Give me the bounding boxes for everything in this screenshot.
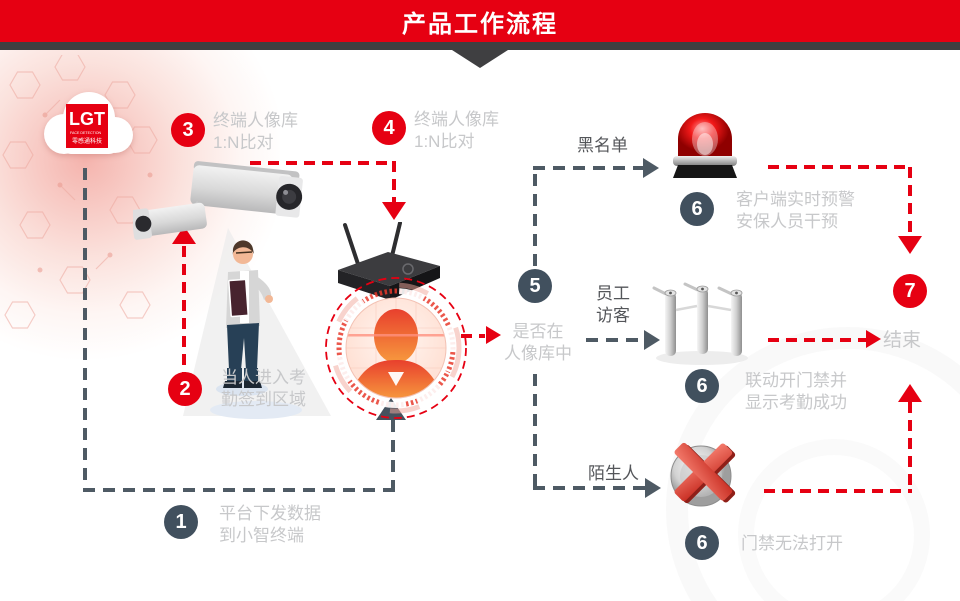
branch-label-employee-visitor: 员工 访客 <box>596 283 630 327</box>
connector-turnstile-end <box>768 338 866 342</box>
cloud-logo-icon: LGT FACE DETECTION 零感通科技 <box>44 92 133 154</box>
branch-label-stranger: 陌生人 <box>588 464 639 483</box>
connector-stranger-horizontal <box>533 486 645 490</box>
header-pointer-triangle <box>452 50 508 68</box>
caption-line: 人像库中 <box>504 344 572 363</box>
connector-bottom-horizontal <box>83 488 395 492</box>
arrowhead-right-blacklist <box>643 158 659 178</box>
step-number: 2 <box>179 377 191 400</box>
connector-x-h <box>764 489 912 493</box>
connector-camera-terminal-v <box>392 161 396 203</box>
branch-line: 员工 <box>596 284 630 303</box>
caption-line: 安保人员干预 <box>736 212 838 231</box>
header-bar: 产品工作流程 <box>0 0 960 42</box>
step-number: 6 <box>691 197 703 220</box>
step-badge-6a: 6 <box>680 192 714 226</box>
step-badge-6b: 6 <box>685 369 719 403</box>
arrowhead-down-step7 <box>898 236 922 254</box>
caption-line: 终端人像库 <box>213 111 298 130</box>
arrowhead-down-terminal <box>382 202 406 220</box>
step-badge-1: 1 <box>164 505 198 539</box>
step-badge-2: 2 <box>168 372 202 406</box>
turnstile-icon <box>652 282 748 365</box>
connector-person-camera <box>182 246 186 373</box>
header-strip <box>0 42 960 50</box>
step-6a-caption: 客户端实时预警 安保人员干预 <box>736 189 855 233</box>
step-badge-5: 5 <box>518 269 552 303</box>
step-number: 1 <box>175 510 187 533</box>
connector-blacklist-horizontal <box>533 166 643 170</box>
caption-line: 到小智终端 <box>219 526 304 545</box>
arrowhead-right-step5 <box>486 326 501 344</box>
caption-line: 显示考勤成功 <box>745 393 847 412</box>
arrowhead-right-end <box>866 330 881 348</box>
connector-cloud-down <box>83 168 87 490</box>
connector-camera-terminal-h <box>250 161 396 165</box>
caption-line: 终端人像库 <box>414 110 499 129</box>
arrowhead-right-stranger <box>645 478 661 498</box>
caption-line: 联动开门禁并 <box>745 371 847 390</box>
step-4-caption: 终端人像库 1:N比对 <box>414 109 499 153</box>
connector-alarm-h <box>768 165 912 169</box>
step-number: 3 <box>182 118 194 141</box>
step-badge-4: 4 <box>372 111 406 145</box>
caption-line: 平台下发数据 <box>219 504 321 523</box>
step-number: 6 <box>696 531 708 554</box>
branch-line: 访客 <box>596 306 630 325</box>
connector-stranger-vertical <box>533 374 537 490</box>
caption-line: 门禁无法打开 <box>741 534 843 553</box>
connector-up-to-terminal <box>391 420 395 488</box>
caption-line: 1:N比对 <box>213 133 274 152</box>
connector-blacklist-vertical <box>533 174 537 268</box>
connector-alarm-v <box>908 167 912 237</box>
alarm-siren-icon <box>673 113 737 178</box>
connector-face-step5 <box>461 334 485 338</box>
denied-x-icon <box>670 442 736 507</box>
connector-x-v <box>908 402 912 490</box>
svg-text:LGT: LGT <box>69 109 105 129</box>
caption-line: 客户端实时预警 <box>736 190 855 209</box>
step-badge-6c: 6 <box>685 526 719 560</box>
arrowhead-up-end <box>898 384 922 402</box>
caption-line: 是否在 <box>512 322 564 341</box>
step-6b-caption: 联动开门禁并 显示考勤成功 <box>745 370 847 414</box>
arrowhead-right-employee <box>644 330 660 350</box>
step-badge-3: 3 <box>171 113 205 147</box>
step-number: 4 <box>383 116 395 139</box>
step-number: 6 <box>696 374 708 397</box>
step-5-caption: 是否在 人像库中 <box>496 321 580 365</box>
smart-terminal-icon <box>338 222 440 300</box>
end-label: 结束 <box>883 330 922 351</box>
svg-text:零感通科技: 零感通科技 <box>72 137 102 145</box>
caption-line: 勤签到区域 <box>221 390 306 409</box>
page-title: 产品工作流程 <box>402 10 558 38</box>
person-icon <box>216 240 273 396</box>
step-1-caption: 平台下发数据 到小智终端 <box>219 503 321 547</box>
svg-text:FACE DETECTION: FACE DETECTION <box>70 131 102 135</box>
branch-label-blacklist: 黑名单 <box>577 136 628 155</box>
cctv-camera-icon <box>133 161 303 240</box>
step-number: 7 <box>904 279 916 302</box>
caption-line: 1:N比对 <box>414 132 475 151</box>
caption-line: 当人进入考 <box>221 368 306 387</box>
connector-employee <box>586 338 644 342</box>
face-recognition-icon <box>325 277 467 419</box>
step-2-caption: 当人进入考 勤签到区域 <box>221 367 306 411</box>
step-3-caption: 终端人像库 1:N比对 <box>213 110 298 154</box>
step-number: 5 <box>529 274 541 297</box>
step-badge-7: 7 <box>893 274 927 308</box>
step-6c-caption: 门禁无法打开 <box>741 533 843 555</box>
